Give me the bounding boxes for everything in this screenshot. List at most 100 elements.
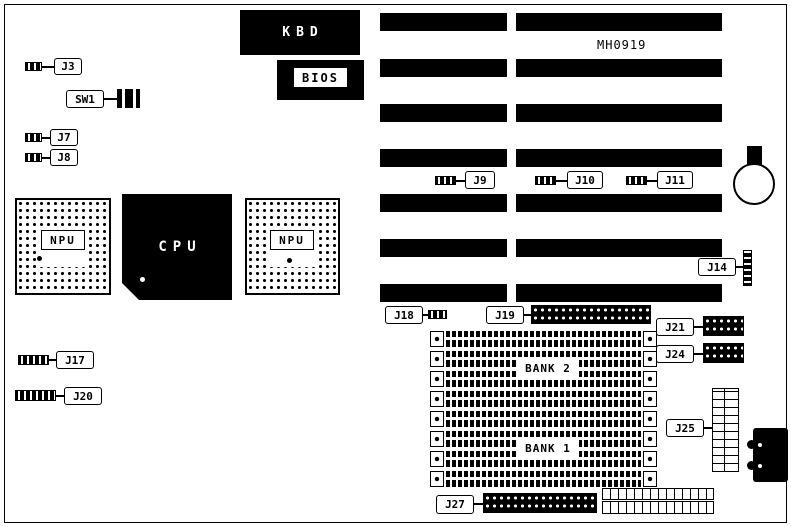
leader-j20 [56,395,64,397]
cpu-chip-label: CPU [158,239,202,255]
kbd-chip: KBD [240,10,360,55]
leader-j9 [456,180,465,182]
kbd-din-connector-bump [747,440,756,449]
simm-socket [446,371,641,387]
isa-slot [516,59,722,77]
jumper-j8 [25,153,42,162]
simm-clip [643,471,657,487]
dip-switch-sw1 [117,89,140,108]
isa-slot [516,104,722,122]
jumper-j3 [25,62,42,71]
simm-socket [446,391,641,407]
leader-j10 [556,180,567,182]
simm-clip [643,431,657,447]
isa-slot [380,13,507,31]
leader-j11 [647,180,657,182]
pin-header-row [602,501,714,514]
callout-j20: J20 [64,387,102,405]
simm-clip [643,331,657,347]
leader-j27 [474,503,483,505]
callout-j14: J14 [698,258,736,276]
isa-slot [516,149,722,167]
jumper-j10 [535,176,556,185]
simm-clip [643,371,657,387]
isa-slot [380,284,507,302]
npu-socket-1-center: NPU [39,227,87,267]
callout-j24: J24 [656,345,694,363]
simm-clip [430,331,444,347]
jumper-j9 [435,176,456,185]
callout-j18: J18 [385,306,423,324]
callout-j19: J19 [486,306,524,324]
simm-socket [446,471,641,487]
pin-header-j27 [483,493,597,513]
isa-slot [380,59,507,77]
npu-socket-1-pin1-dot [37,256,42,261]
callout-j11: J11 [657,171,693,189]
kbd-din-connector-pin [758,464,762,468]
leader-j17 [49,359,56,361]
callout-j10: J10 [567,171,603,189]
callout-j8: J8 [50,149,78,166]
callout-j7: J7 [50,129,78,146]
jumper-j20 [15,390,56,401]
callout-j17: J17 [56,351,94,369]
leader-j8 [42,157,50,159]
bios-chip-label: BIOS [293,67,348,88]
leader-sw1 [104,98,117,100]
pin-header-j21 [703,316,744,336]
leader-j3 [42,66,54,68]
kbd-din-connector-bump [747,461,756,470]
isa-slot [516,239,722,257]
simm-clip [643,451,657,467]
pin-header-j25 [712,388,739,472]
callout-j25: J25 [666,419,704,437]
jumper-j17 [18,355,49,365]
callout-sw1: SW1 [66,90,104,108]
simm-clip [430,351,444,367]
simm-socket [446,331,641,347]
pin-header-j19 [531,305,651,324]
simm-clip [430,451,444,467]
jumper-j7 [25,133,42,142]
jumper-j11 [626,176,647,185]
npu-socket-1-label: NPU [41,230,85,250]
simm-clip [430,411,444,427]
isa-slot [516,13,722,31]
leader-j19 [524,314,531,316]
jumper-j14 [743,250,752,286]
callout-j21: J21 [656,318,694,336]
callout-j27: J27 [436,495,474,514]
battery [733,163,775,205]
npu-socket-2-pin1-dot [287,258,292,263]
bank2-label: BANK 2 [517,359,579,378]
simm-clip [643,391,657,407]
board-outline [4,4,787,523]
simm-clip [430,371,444,387]
simm-clip [430,431,444,447]
leader-j18 [423,314,428,316]
jumper-j18 [428,310,447,319]
bank1-label: BANK 1 [517,439,579,458]
battery-holder [747,146,762,168]
isa-slot [380,104,507,122]
simm-clip [430,471,444,487]
simm-clip [643,351,657,367]
cpu-pin1-dot [140,277,145,282]
isa-slot [380,149,507,167]
leader-j7 [42,137,50,139]
cpu-chip: CPU [122,194,232,300]
npu-socket-2-label: NPU [270,230,314,250]
callout-j3: J3 [54,58,82,75]
silkscreen-part-number: MH0919 [597,38,647,52]
simm-clip [430,391,444,407]
kbd-din-connector [753,428,788,482]
pin-header-row [602,488,714,500]
simm-socket [446,451,641,467]
isa-slot [380,194,507,212]
npu-socket-2-center: NPU [268,227,316,267]
leader-j24 [694,353,703,355]
leader-j14 [736,266,743,268]
leader-j25 [704,427,712,429]
